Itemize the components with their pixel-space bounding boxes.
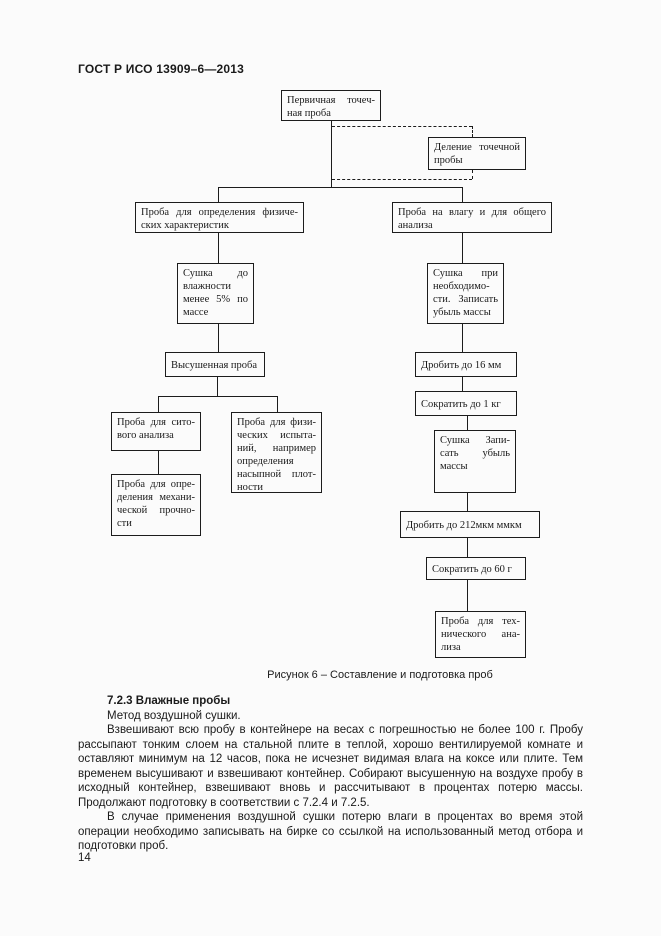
connector-dashed xyxy=(472,126,473,137)
connector-line xyxy=(462,377,463,391)
connector-dashed xyxy=(332,179,472,180)
connector-line xyxy=(218,233,219,263)
flow-node-reduce-1kg: Сократить до 1 кг xyxy=(415,391,517,416)
connector-dashed xyxy=(472,170,473,179)
connector-line xyxy=(158,396,159,412)
document-header: ГОСТ Р ИСО 13909–6—2013 xyxy=(78,62,245,76)
connector-line xyxy=(467,580,468,611)
flow-node-physical-tests: Проба для физи-ческих испыта-ний, наприм… xyxy=(231,412,322,493)
flow-node-increment-division: Деление точечной пробы xyxy=(428,137,526,170)
flow-node-drying-record-loss-2: Сушка Запи-сать убыль массы xyxy=(434,430,516,493)
flow-node-physical-characteristics: Проба для определения физиче-ских характ… xyxy=(135,202,304,233)
connector-line xyxy=(467,538,468,557)
flow-node-dried-sample: Высушенная проба xyxy=(165,352,265,377)
connector-line xyxy=(462,233,463,263)
connector-line xyxy=(462,324,463,352)
connector-line xyxy=(218,187,463,188)
flow-node-technical-analysis: Проба для тех-нического ана-лиза xyxy=(435,611,526,658)
connector-line xyxy=(218,324,219,352)
connector-line xyxy=(331,121,332,187)
connector-line xyxy=(218,187,219,202)
flow-node-sieve-analysis: Проба для сито-вого анализа xyxy=(111,412,201,451)
section-7-2-3: 7.2.3 Влажные пробы Метод воздушной сушк… xyxy=(78,694,583,854)
page-number: 14 xyxy=(78,852,91,864)
figure-caption: Рисунок 6 – Составление и подготовка про… xyxy=(267,669,493,681)
connector-line xyxy=(467,416,468,430)
section-heading: 7.2.3 Влажные пробы xyxy=(107,695,231,707)
flow-node-crush-16mm: Дробить до 16 мм xyxy=(415,352,517,377)
connector-line xyxy=(158,451,159,474)
paragraph: Взвешивают всю пробу в контейнере на вес… xyxy=(78,724,583,809)
flow-node-primary-sample: Первичная точеч-ная проба xyxy=(281,90,381,121)
connector-line xyxy=(217,377,218,396)
flow-node-moisture-general-analysis: Проба на влагу и для общего анализа xyxy=(392,202,552,233)
paragraph: В случае применения воздушной сушки поте… xyxy=(78,811,583,852)
connector-line xyxy=(467,493,468,511)
flow-node-reduce-60g: Сократить до 60 г xyxy=(426,557,526,580)
section-subheading: Метод воздушной сушки. xyxy=(107,709,241,722)
flow-node-drying-record-loss: Сушка при необходимо-сти. Записать убыль… xyxy=(427,263,504,324)
connector-dashed xyxy=(332,126,472,127)
flow-node-mechanical-strength: Проба для опре-деления механи-ческой про… xyxy=(111,474,201,536)
connector-line xyxy=(158,396,277,397)
flow-node-drying-below-5pct: Сушка до влажности менее 5% по массе xyxy=(177,263,254,324)
connector-line xyxy=(277,396,278,412)
connector-line xyxy=(462,187,463,202)
flow-node-crush-212um: Дробить до 212мкм ммкм xyxy=(400,511,540,538)
